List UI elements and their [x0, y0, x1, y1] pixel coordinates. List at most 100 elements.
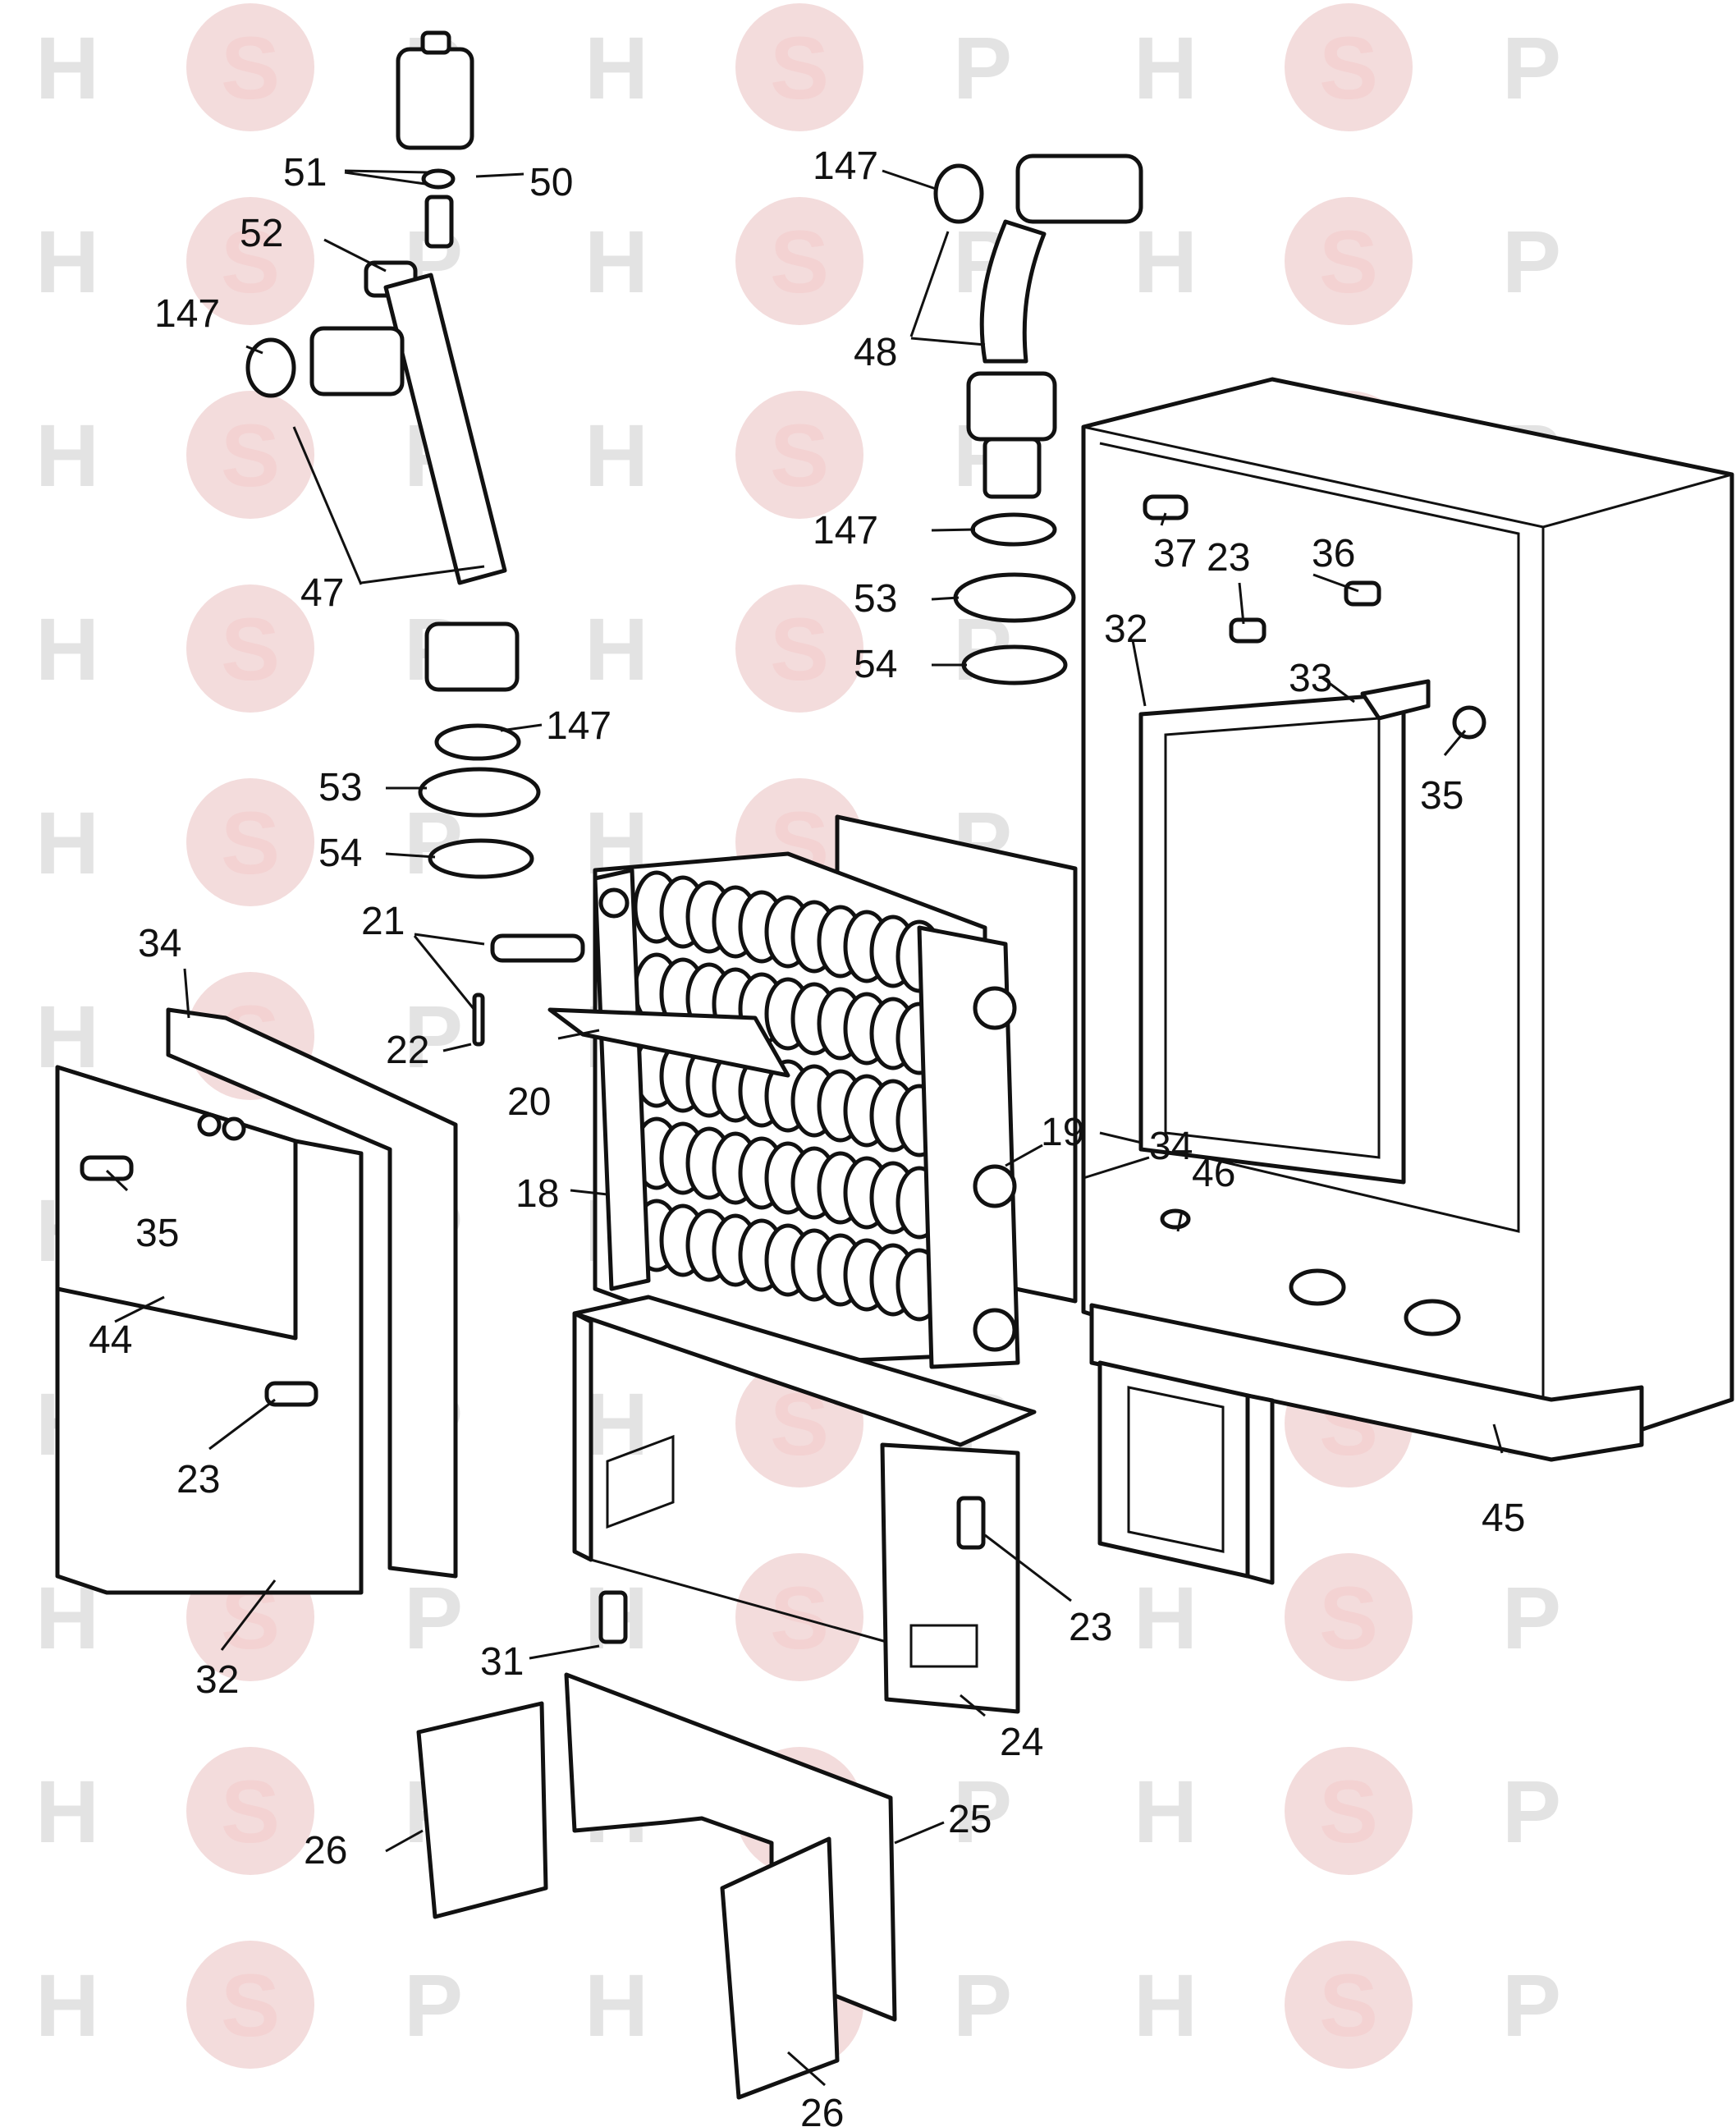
watermark-circle [1285, 3, 1413, 131]
callout-label: 26 [800, 2092, 844, 2127]
watermark-letter: H [1134, 1955, 1198, 2055]
callout-label: 24 [1000, 1721, 1043, 1764]
callout-label: 26 [304, 1829, 347, 1873]
watermark-letter: H [584, 212, 648, 311]
callout-label: 37 [1153, 532, 1197, 575]
watermark-letter: S [1319, 18, 1378, 117]
callout-label: 147 [813, 509, 878, 552]
watermark-circle [186, 778, 314, 906]
watermark-letter: H [584, 599, 648, 699]
heat-exchanger [472, 851, 1020, 1369]
watermark-letter: P [1502, 212, 1561, 311]
callout-label: 46 [1192, 1152, 1235, 1195]
watermark-letter: H [1134, 18, 1198, 117]
watermark-letter: S [1319, 1762, 1378, 1861]
callout-label: 31 [480, 1640, 524, 1684]
callout-label: 45 [1482, 1497, 1525, 1540]
watermark-letter: H [35, 599, 99, 699]
watermark-letter: P [1502, 1762, 1561, 1861]
watermark-letter: P [1502, 1568, 1561, 1667]
callout-label: 34 [138, 922, 181, 965]
watermark-circle [735, 391, 863, 519]
watermark-circle [735, 584, 863, 713]
callout-label: 20 [507, 1080, 551, 1124]
callout-label: 18 [515, 1172, 559, 1216]
callout-label: 35 [135, 1212, 179, 1255]
watermark-letter: H [35, 1955, 99, 2055]
insulation-pads [416, 1672, 897, 2100]
callout-label: 21 [361, 900, 405, 943]
callout-label: 23 [176, 1458, 220, 1501]
watermark-circle [735, 197, 863, 325]
watermark-circle [186, 197, 314, 325]
watermark-letter: H [584, 406, 648, 505]
watermark-letter: P [953, 1955, 1012, 2055]
callout-label: 23 [1207, 536, 1250, 580]
callout-label: 23 [1069, 1606, 1112, 1649]
callout-label: 48 [854, 331, 897, 374]
watermark-letter: S [770, 406, 829, 505]
watermark-letter: S [770, 599, 829, 699]
watermark-circle [186, 1941, 314, 2069]
callout-label: 25 [948, 1798, 992, 1841]
callout-label: 53 [318, 766, 362, 809]
watermark-letter: P [1502, 18, 1561, 117]
watermark-circle [1285, 1747, 1413, 1875]
leader-lines [105, 169, 1504, 2087]
watermark-letter: S [221, 599, 280, 699]
callout-label: 34 [1149, 1125, 1193, 1168]
callout-label: 32 [1104, 607, 1147, 651]
callout-label: 147 [546, 704, 611, 748]
watermark-letter: H [35, 793, 99, 892]
watermark-circle [186, 584, 314, 713]
watermark-letter: P [953, 18, 1012, 117]
watermark-circle [186, 391, 314, 519]
watermark-letter: H [35, 18, 99, 117]
watermark-letter: S [221, 1955, 280, 2055]
callout-label: 147 [813, 144, 878, 188]
callout-label: 52 [240, 212, 283, 255]
callout-label: 147 [154, 292, 220, 336]
callout-label: 32 [195, 1658, 239, 1702]
watermark-circle [1285, 197, 1413, 325]
watermark-letter: H [1134, 212, 1198, 311]
watermark-circle [186, 3, 314, 131]
watermark-letter: H [35, 212, 99, 311]
callout-label: 53 [854, 577, 897, 621]
watermark-letter: S [221, 1762, 280, 1861]
watermark-letter: S [1319, 1955, 1378, 2055]
callout-label: 50 [529, 161, 573, 204]
watermark-letter: S [221, 18, 280, 117]
watermark-letter: S [1319, 212, 1378, 311]
watermark-letter: H [1134, 1568, 1198, 1667]
callout-label: 33 [1289, 657, 1332, 700]
watermark-letter: H [584, 1955, 648, 2055]
front-panel-assembly [55, 1007, 458, 1595]
callout-label: 51 [283, 151, 327, 195]
callout-label: 36 [1312, 532, 1355, 575]
watermark-letter: S [221, 406, 280, 505]
watermark-letter: S [770, 212, 829, 311]
heat-exchanger-fins [633, 870, 943, 1322]
watermark-letter: S [221, 793, 280, 892]
watermark-letter: H [1134, 1762, 1198, 1861]
watermark-circle [1285, 1941, 1413, 2069]
diagram-parts: 51 50 52 147 47 147 53 54 21 22 147 48 1… [55, 30, 1734, 2127]
combustion-chamber-base [572, 1295, 1037, 1714]
watermark-letter: P [404, 987, 463, 1086]
boiler-case [1081, 377, 1734, 1585]
callout-labels: 51 50 52 147 47 147 53 54 21 22 147 48 1… [89, 144, 1525, 2127]
watermark-letter: H [35, 1762, 99, 1861]
callout-label: 44 [89, 1318, 132, 1362]
watermark-circle [735, 3, 863, 131]
watermark-letter: S [1319, 1568, 1378, 1667]
callout-label: 22 [386, 1029, 429, 1072]
watermark-circle [186, 1747, 314, 1875]
watermark-letter: S [770, 18, 829, 117]
callout-label: 54 [854, 643, 897, 686]
callout-label: 19 [1041, 1111, 1084, 1154]
watermark-letter: P [404, 1568, 463, 1667]
watermark-letter: S [221, 212, 280, 311]
watermark-letter: H [35, 406, 99, 505]
